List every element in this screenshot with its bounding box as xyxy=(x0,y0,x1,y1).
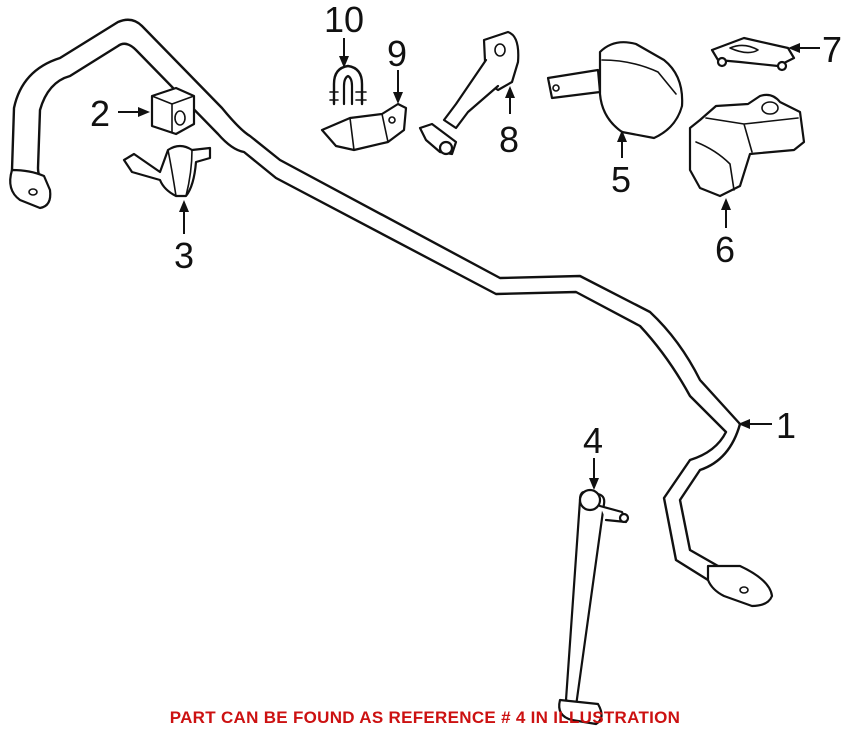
callout-9: 9 xyxy=(387,33,407,74)
sensor-bracket xyxy=(688,93,806,198)
callout-6: 6 xyxy=(715,229,735,270)
callout-3: 3 xyxy=(174,235,194,276)
mounting-plate xyxy=(710,36,796,72)
callout-5: 5 xyxy=(611,159,631,200)
u-bolt xyxy=(329,64,367,106)
callout-2: 2 xyxy=(90,93,110,134)
callout-arrows xyxy=(118,38,820,490)
callout-7: 7 xyxy=(822,29,842,70)
bushing-bracket xyxy=(122,144,212,198)
level-sensor xyxy=(546,41,684,140)
stabilizer-link xyxy=(558,488,630,726)
bushing xyxy=(150,86,196,136)
reference-note: PART CAN BE FOUND AS REFERENCE # 4 IN IL… xyxy=(169,708,681,727)
callout-1: 1 xyxy=(776,405,796,446)
callout-8: 8 xyxy=(499,119,519,160)
callout-10: 10 xyxy=(324,0,364,40)
clamp xyxy=(320,102,408,152)
callout-4: 4 xyxy=(583,420,603,461)
stabilizer-bar xyxy=(9,18,774,608)
height-sensor-link xyxy=(418,30,520,156)
callout-labels: 1 2 3 4 5 6 7 8 9 10 xyxy=(90,0,842,461)
